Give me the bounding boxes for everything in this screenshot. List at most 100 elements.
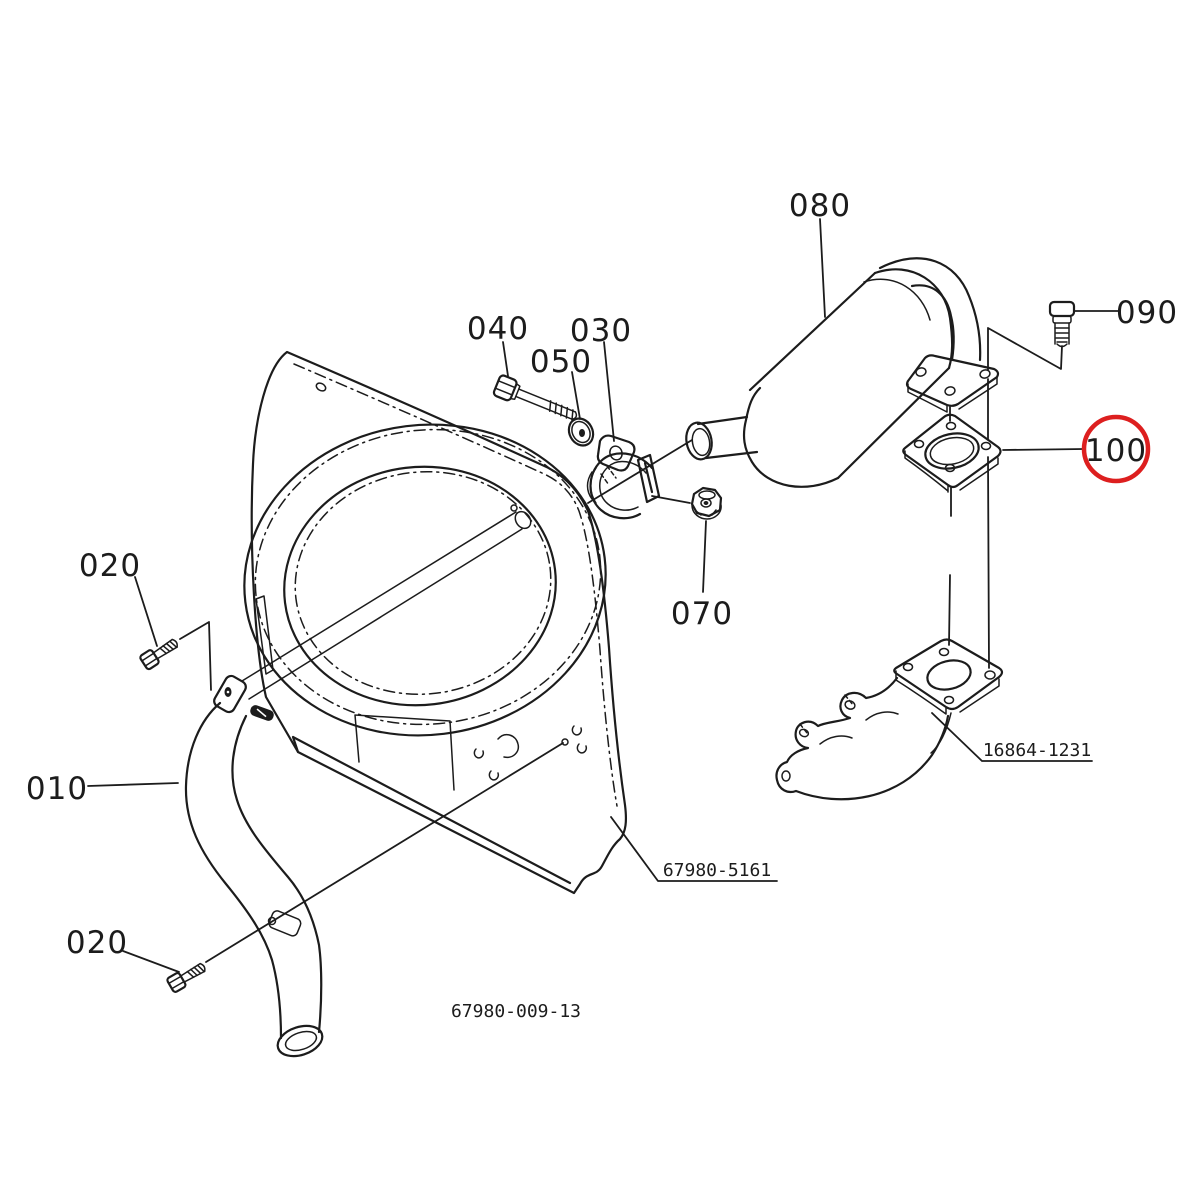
- callout-label-100: 100: [1085, 433, 1147, 469]
- manifold-bolt-collar: [1052, 315, 1072, 324]
- muffler-bottom-edge: [836, 366, 951, 480]
- clamp-bolt: [492, 374, 578, 421]
- panel-ledge: [291, 735, 572, 885]
- panel-side-tab: [255, 595, 274, 675]
- pipe-end-bore: [284, 1030, 318, 1052]
- manifold-bolt-threads: [1054, 327, 1070, 343]
- muffler-inlet-bore: [691, 427, 711, 457]
- assembly-lines: [179, 327, 1063, 963]
- callout-030: 030: [570, 313, 632, 442]
- callout-020-lower: 020: [66, 925, 180, 973]
- gasket-outline: [902, 413, 1002, 489]
- leader-020-upper: [134, 576, 158, 647]
- pipe-end-opening: [276, 1024, 324, 1058]
- stay-rod-pin: [510, 504, 518, 512]
- callout-label-010: 010: [26, 771, 88, 807]
- clamp-to-nut-line: [651, 495, 691, 504]
- leader-manifold-pn: [931, 712, 1093, 762]
- bolt-090-pointer: [987, 327, 1063, 371]
- leader-080: [819, 218, 826, 318]
- manifold-port: [926, 659, 972, 691]
- manifold-hole-top: [938, 647, 950, 657]
- callout-label-090: 090: [1116, 295, 1178, 331]
- leader-panel-pn: [610, 816, 778, 882]
- flange-nut: [690, 486, 723, 520]
- panel-hole-hook-3: [571, 725, 583, 736]
- leader-040: [502, 341, 509, 377]
- fan-ring-outer-inner-line: [254, 428, 602, 726]
- elbow-flange: [905, 354, 1000, 407]
- pipe-right-edge: [231, 714, 323, 1034]
- callout-label-070: 070: [671, 596, 733, 632]
- muffler-seam: [863, 278, 931, 321]
- elbow-flange-thickness: [907, 377, 998, 413]
- nut-shadow-marks: [695, 509, 717, 516]
- manifold-ear-hole-1: [844, 700, 856, 710]
- panel-hem-line: [293, 363, 618, 807]
- muffler-left-cap: [742, 386, 840, 488]
- callout-080: 080: [789, 188, 851, 318]
- manifold-hole-bottom: [943, 695, 955, 705]
- gasket-hole-1: [913, 439, 925, 449]
- clamp-band-ridges: [586, 467, 597, 504]
- stay-rod-body: [241, 511, 523, 700]
- washer-outer: [567, 417, 595, 447]
- muffler-top-edge: [748, 271, 877, 392]
- callout-label-080: 080: [789, 188, 851, 224]
- clamp-bolt-collar: [509, 383, 521, 400]
- callout-090: 090: [1074, 295, 1178, 331]
- stay-rod: [241, 504, 532, 700]
- panel-hole-hook-2: [488, 770, 500, 781]
- gasket-hole-2: [945, 421, 957, 431]
- callout-label-030: 030: [570, 313, 632, 349]
- panel-hole-hook-4: [576, 743, 588, 754]
- panel-hole-hook-1: [473, 748, 485, 759]
- manifold-hole-left: [902, 662, 914, 672]
- exhaust-manifold: [775, 638, 1004, 801]
- muffler-clamp: [586, 434, 661, 520]
- panel-hole-top: [315, 382, 327, 392]
- callout-label-020-lower: 020: [66, 925, 128, 961]
- flange-bolt-upper: [138, 634, 182, 672]
- fan-ring-outer: [243, 423, 607, 737]
- leader-030: [603, 341, 615, 442]
- manifold-bolt-shank: [1054, 322, 1070, 345]
- panel-hole-curl: [497, 733, 520, 759]
- elbow-flange-hole-3: [979, 369, 991, 379]
- callout-100-highlighted: 100: [1002, 414, 1151, 484]
- flange-bolt-lower: [165, 958, 210, 995]
- highlight-circle: [1081, 414, 1151, 484]
- callout-label-040: 040: [467, 311, 529, 347]
- bolt-020-lower-target: [561, 738, 569, 746]
- pipe-top-tab: [213, 674, 247, 714]
- clamp-bolt-head-facets: [494, 380, 516, 396]
- clamp-ear: [636, 453, 661, 504]
- pipe-collar-clip: [250, 705, 274, 721]
- manifold-neck-right: [930, 712, 952, 754]
- spring-washer: [567, 417, 595, 447]
- fan-opening: [283, 465, 557, 707]
- washer-rim: [571, 420, 591, 444]
- manifold-hole-right: [984, 670, 996, 680]
- muffler-inlet-stub: [696, 415, 759, 460]
- washer-hole: [579, 429, 585, 437]
- leader-010: [87, 782, 179, 787]
- drawing-reference-text: 67980-009-13: [451, 1001, 581, 1022]
- panel-outline: [250, 350, 628, 895]
- nut-bore: [700, 498, 712, 508]
- pipe-mid-bracket-hole: [267, 916, 277, 926]
- flange-alignment-lines: [948, 378, 990, 669]
- part-number-panel-text: 67980-5161: [663, 860, 771, 881]
- part-number-panel: 67980-5161: [610, 816, 778, 882]
- clamp-hatch: [600, 465, 617, 486]
- muffler: [685, 257, 1000, 488]
- manifold-bolt: [1048, 300, 1076, 348]
- gasket-hole-4: [944, 463, 956, 473]
- panel-duct-fold: [354, 714, 455, 791]
- manifold-hatch: [799, 694, 854, 734]
- exhaust-gasket: [902, 413, 1002, 493]
- drawing-reference: 67980-009-13: [451, 1001, 581, 1022]
- callout-label-020-upper: 020: [79, 548, 141, 584]
- clamp-band-inner: [599, 460, 647, 511]
